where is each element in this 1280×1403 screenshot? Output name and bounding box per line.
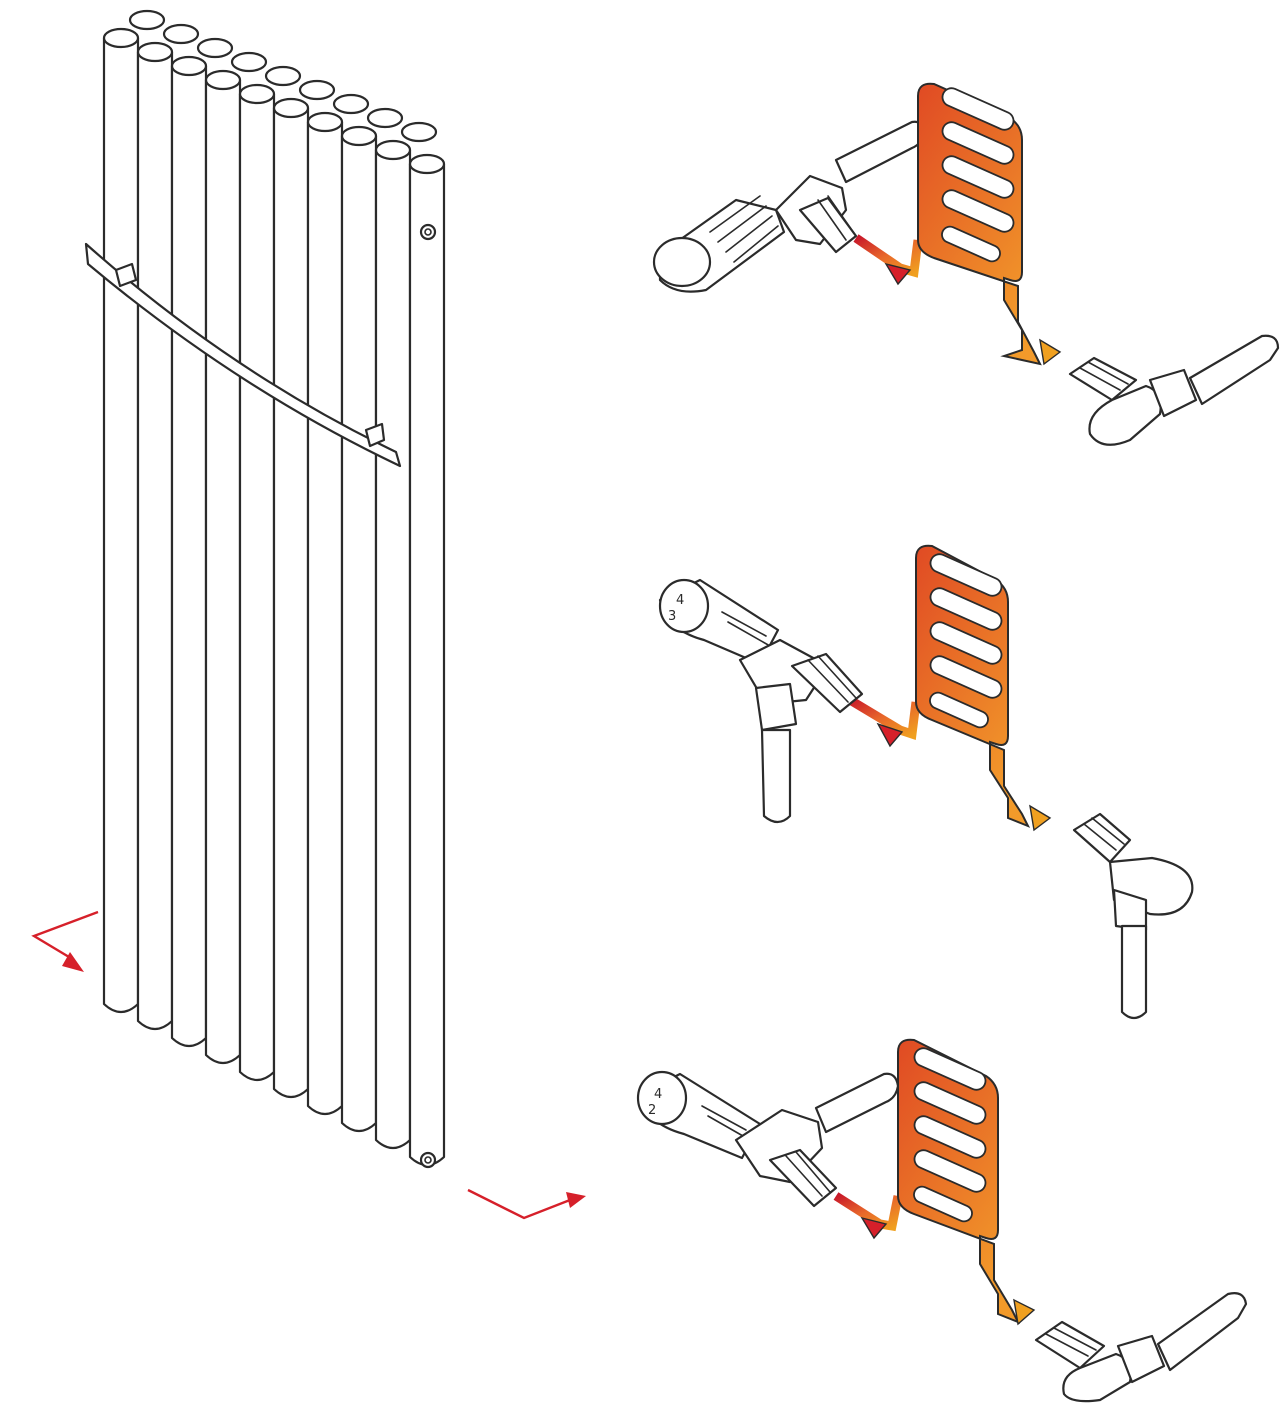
radiator-tube: [170, 55, 208, 1048]
radiator-tube-back-cap: [162, 23, 200, 45]
connection-variant-side: [652, 82, 1280, 446]
radiator-tube: [204, 69, 242, 1065]
radiator-tube: [102, 27, 140, 1014]
radiator-tube-back-cap: [196, 37, 234, 59]
svg-text:4: 4: [654, 1087, 662, 1102]
towel-rail: [84, 242, 402, 468]
lockshield-valve: [1072, 812, 1194, 1020]
radiator-tube-back-cap: [264, 65, 302, 87]
flow-arrow-hot: [884, 262, 912, 286]
connection-variant-bottom: 4 3: [658, 544, 1194, 1020]
radiator-tube-back-cap: [400, 121, 438, 143]
radiator-tube: [306, 111, 344, 1116]
wall-bracket-bolts: [419, 223, 437, 1169]
flow-arrow-return: [1029, 804, 1052, 832]
radiator-tube-back-cap: [128, 9, 166, 31]
thermostatic-valve: 4 2: [636, 1070, 838, 1208]
radiator-tube-back-cap: [298, 79, 336, 101]
flow-arrow-hot: [876, 722, 904, 748]
radiator-tube: [408, 153, 446, 1167]
radiator-panel-icon: [917, 82, 1042, 366]
radiator-tube: [238, 83, 276, 1082]
panel-slots: [913, 1047, 987, 1223]
radiator-tube-back-cap: [366, 107, 404, 129]
flow-arrow-hot: [860, 1216, 888, 1240]
radiator-tube: [374, 139, 412, 1150]
lockshield-valve: [1034, 1292, 1248, 1403]
radiator-tube-back-cap: [332, 93, 370, 115]
radiator-tube: [340, 125, 378, 1133]
panel-slots: [941, 87, 1015, 263]
connection-variant-side-lower: 4 2: [636, 1038, 1248, 1403]
thermostatic-valve: 4 3: [658, 578, 864, 824]
lockshield-valve: [1068, 334, 1280, 446]
svg-text:3: 3: [668, 609, 676, 624]
thermostatic-valve: [652, 174, 858, 293]
panel-slots: [929, 553, 1003, 729]
radiator-tube-back-cap: [230, 51, 268, 73]
svg-text:2: 2: [648, 1103, 656, 1118]
flow-arrow-return: [1039, 338, 1062, 366]
flow-arrow-return: [1013, 1298, 1036, 1326]
direction-arrow-right: [467, 1188, 586, 1220]
radiator-tube: [272, 97, 310, 1099]
vertical-radiator: [102, 9, 446, 1167]
radiator-tube: [136, 41, 174, 1031]
direction-arrow-left: [31, 910, 99, 972]
svg-text:4: 4: [676, 593, 684, 608]
